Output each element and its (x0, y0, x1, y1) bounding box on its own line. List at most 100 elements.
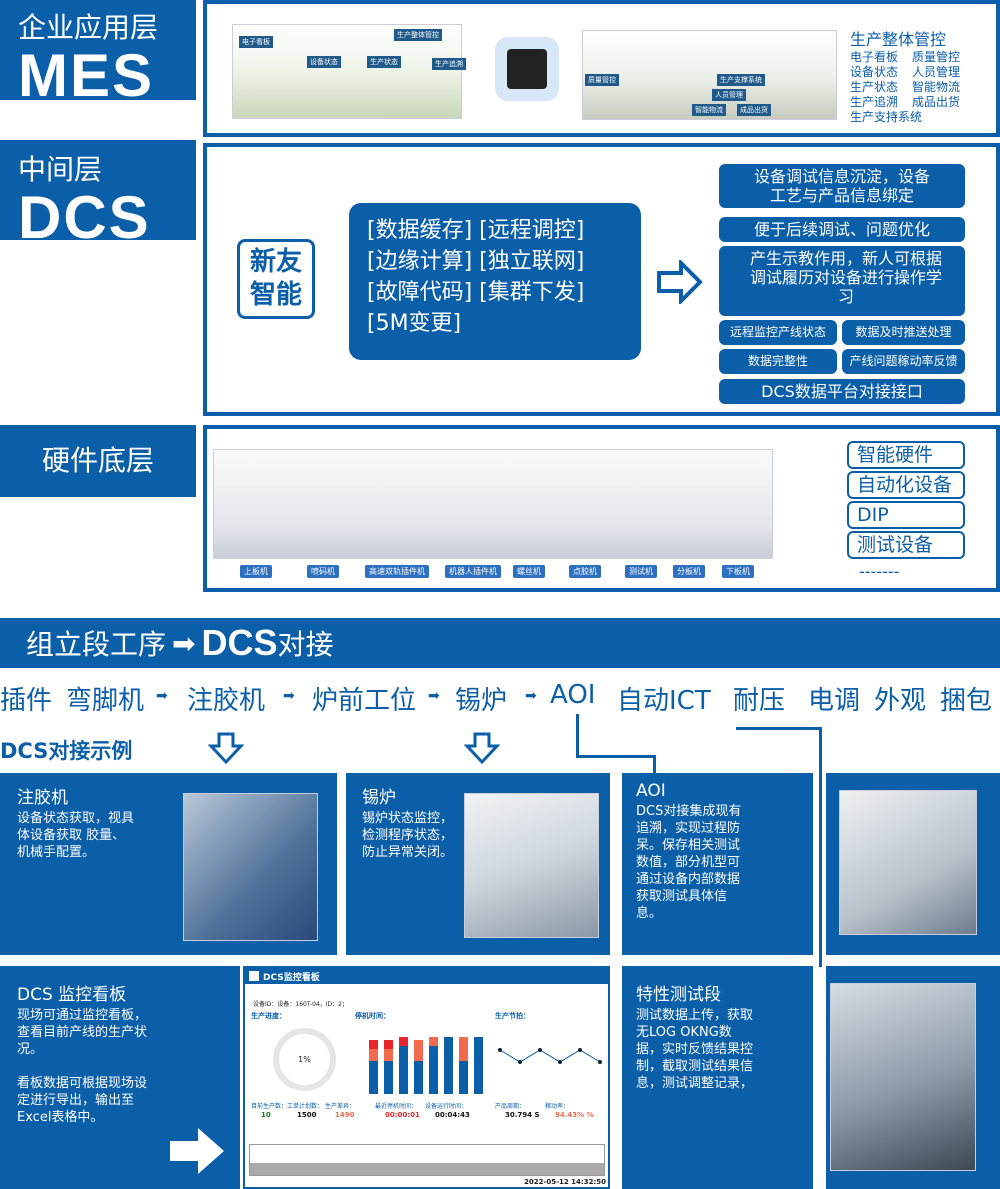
stat-label: 生产差异： (325, 1103, 356, 1110)
dcs-title: DCS (18, 184, 151, 251)
downtime-bar (369, 1049, 378, 1061)
downtime-bar (414, 1061, 423, 1094)
rhythm-point (498, 1048, 502, 1052)
downtime-bar (399, 1046, 408, 1094)
hardware-category: 自动化设备 (847, 471, 965, 499)
summary-item: 生产支持系统 (850, 110, 923, 124)
aoi-card: AOI DCS对接集成现有追溯，实现过程防呆。保存相关测试数值，部分机型可通过设… (622, 773, 813, 955)
downtime-bar-chart (369, 1037, 483, 1094)
dcs-dashboard: DCS监控看板 设备ID：设备：160T-04，ID：2； 生产进度： 停机时间… (243, 966, 610, 1189)
process-step: 耐压 (733, 686, 786, 716)
dcs-features-box: [数据缓存] [远程调控] [边缘计算] [独立联网] [故障代码] [集群下发… (349, 203, 641, 360)
banner-dcs: DCS (201, 622, 278, 663)
process-step: 插件 (0, 686, 53, 716)
process-step: 捆包 (940, 686, 993, 716)
summary-title: 生产整体管控 (850, 30, 947, 49)
dashboard-title: DCS监控看板 (263, 972, 320, 983)
stat-label: 稼动率： (545, 1103, 570, 1110)
glue-machine-photo (183, 793, 318, 941)
card-text: 看板数据可根据现场设定进行导出，输出至Excel表格中。 (17, 1076, 148, 1125)
section-title: 停机时间： (355, 1012, 390, 1020)
connector-line (736, 727, 822, 730)
rhythm-point (558, 1060, 562, 1064)
connector-line (819, 727, 822, 967)
benefit-item: 产线问题稼动率反馈 (842, 349, 965, 374)
summary-item: 智能物流 (912, 80, 961, 94)
card-text: 现场可通过监控看板，查看目前产线的生产状况。 (17, 1008, 148, 1057)
benefit-item: 数据及时推送处理 (842, 320, 965, 345)
process-step: 炉前工位 (312, 686, 417, 716)
solder-oven-card: 锡炉 锡炉状态监控，检测程序状态，防止异常关闭。 (346, 773, 610, 955)
datetime: 2022-05-12 14:32:50 (523, 1178, 606, 1186)
diagram-label: 智能物流 (692, 104, 726, 116)
benefit-item: 远程监控产线状态 (719, 320, 837, 345)
arrow-icon: ➡ (428, 688, 440, 704)
summary-item: 成品出货 (912, 95, 961, 109)
rhythm-point (598, 1060, 602, 1064)
stat-label: 设备运行时间： (425, 1103, 468, 1110)
diagram-label: 电子看板 (239, 36, 273, 48)
downtime-bar (369, 1040, 378, 1049)
photo-card (826, 773, 1000, 955)
mes-panel: 电子看板 生产整体管控 设备状态 生产状态 生产追溯 质量管控 生产支撑系统 人… (203, 0, 1000, 137)
feature-line: [5M变更] (367, 311, 462, 336)
summary-item: 生产追溯 (850, 95, 899, 109)
machine-label: 螺丝机 (513, 565, 545, 578)
feature-line: [数据缓存] [远程调控] (367, 218, 585, 243)
feature-line: [边缘计算] [独立联网] (367, 249, 585, 274)
banner-text: 组立段工序 (26, 628, 167, 661)
diagram-label: 质量管控 (585, 74, 619, 86)
stat-value: 00:00:01 (385, 1111, 420, 1119)
downtime-bar (459, 1061, 468, 1094)
rhythm-line (499, 1049, 601, 1063)
dashboard-card: DCS 监控看板 现场可通过监控看板，查看目前产线的生产状况。 看板数据可根据现… (0, 966, 240, 1189)
process-step: AOI (550, 680, 596, 710)
downtime-bar (474, 1037, 483, 1094)
hardware-layer-title: 硬件底层 (0, 425, 196, 497)
stat-value: 00:04:43 (435, 1111, 470, 1119)
stat-value: 1500 (297, 1111, 317, 1119)
machine-label: 点胶机 (569, 565, 601, 578)
downtime-bar (384, 1061, 393, 1094)
process-step: 外观 (874, 686, 927, 716)
assembly-banner: 组立段工序 ➡ DCS 对接 (0, 618, 1000, 668)
photo-card (826, 966, 1000, 1189)
stat-label: 最近停机时间： (375, 1103, 418, 1110)
stat-value: 10 (261, 1111, 271, 1119)
card-title: 注胶机 (17, 788, 68, 808)
summary-item: 生产状态 (850, 80, 899, 94)
stat-value: 30.794 S (505, 1111, 540, 1119)
solder-oven-photo (464, 793, 599, 938)
rhythm-line-chart (498, 1048, 602, 1064)
arrow-icon: ➡ (525, 688, 537, 704)
card-title: AOI (636, 781, 666, 801)
downtime-bar (429, 1037, 438, 1046)
diagram-label: 生产追溯 (432, 58, 466, 70)
card-title: 锡炉 (362, 788, 396, 808)
summary-item: 人员管理 (912, 65, 961, 79)
mes-title: MES (18, 42, 155, 109)
process-step: 注胶机 (187, 686, 266, 716)
summary-item: 电子看板 (850, 50, 899, 64)
card-title: 特性测试段 (636, 985, 721, 1005)
arrow-icon: ➡ (156, 688, 168, 704)
hardware-category-more: ------- (859, 562, 900, 581)
diagram-label: 生产状态 (367, 56, 401, 68)
down-arrow-icon (464, 732, 500, 764)
rhythm-point (538, 1048, 542, 1052)
banner-suffix: 对接 (277, 628, 334, 661)
rhythm-point (578, 1048, 582, 1052)
test-equipment-photo (839, 790, 977, 935)
progress-ring: 1% (273, 1028, 336, 1091)
diagram-label: 生产支撑系统 (717, 74, 765, 86)
process-step: 弯脚机 (66, 686, 145, 716)
card-title: DCS 监控看板 (17, 985, 127, 1005)
dcs-subtitle: 中间层 (18, 153, 103, 186)
dcs-layer-title: 中间层 DCS (0, 140, 196, 248)
downtime-bar (429, 1046, 438, 1094)
right-arrow-icon (170, 1128, 224, 1174)
downtime-bar (384, 1040, 393, 1049)
card-text: 锡炉状态监控，检测程序状态，防止异常关闭。 (362, 811, 454, 860)
process-step: 电调 (808, 686, 861, 716)
mes-summary: 生产整体管控 电子看板质量管控 设备状态人员管理 生产状态智能物流 生产追溯成品… (850, 26, 982, 125)
